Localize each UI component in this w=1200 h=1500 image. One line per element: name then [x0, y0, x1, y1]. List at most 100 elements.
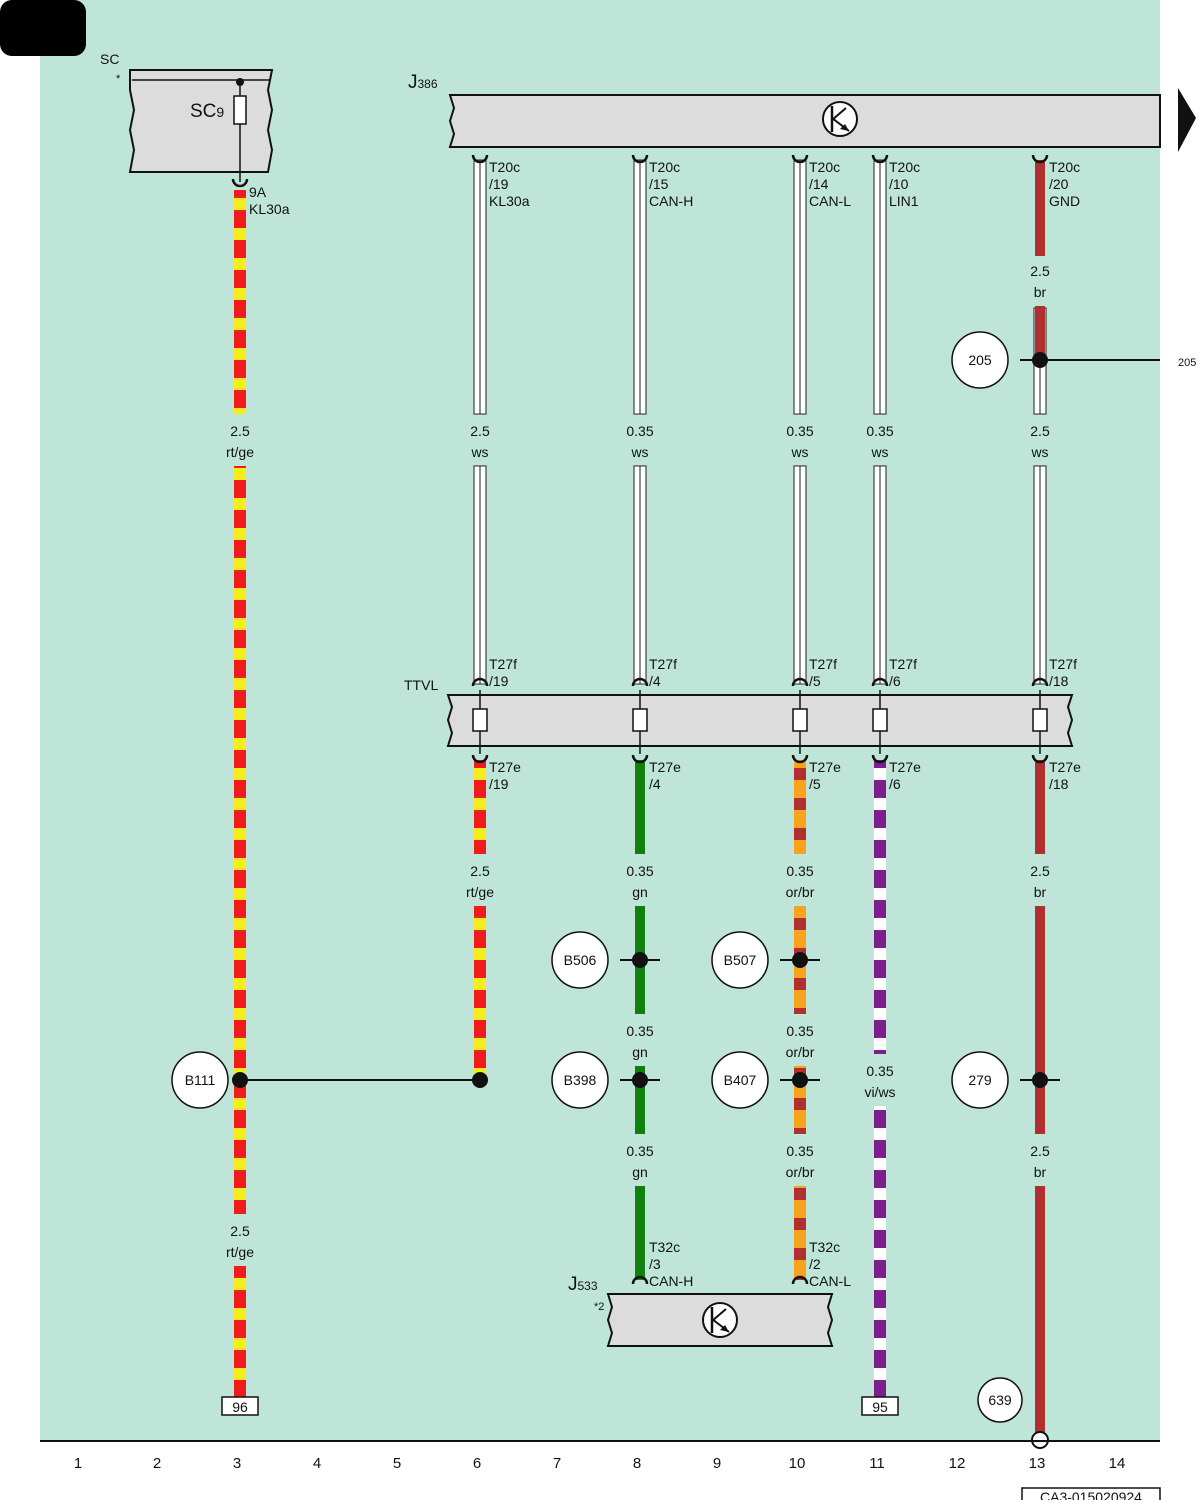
sc-name: SC	[100, 51, 119, 67]
column-number: 11	[869, 1455, 885, 1472]
svg-text:2.5ws: 2.5ws	[470, 423, 490, 460]
svg-text:2.5rt/ge: 2.5rt/ge	[226, 1223, 254, 1260]
j533-name: J533	[568, 1274, 598, 1295]
fuse-icon	[233, 95, 247, 125]
svg-text:T27e/4: T27e/4	[649, 759, 681, 792]
wire-c3-c	[234, 1266, 246, 1398]
circle-b398	[551, 1051, 609, 1109]
column-number: 5	[393, 1455, 401, 1472]
wire-c8-bot-c	[635, 1066, 645, 1134]
ttvl-name: TTVL	[404, 677, 438, 693]
svg-text:2.5rt/ge: 2.5rt/ge	[466, 863, 494, 900]
corner-tab	[0, 0, 86, 56]
svg-text:T27f/4: T27f/4	[649, 656, 677, 689]
column-number: 4	[313, 1455, 321, 1472]
column-number: 13	[1029, 1455, 1046, 1472]
doc-code-box	[1021, 1487, 1161, 1500]
svg-text:2.5br: 2.5br	[1030, 263, 1050, 300]
label-205-ref: 205	[1178, 357, 1196, 369]
circle-279	[951, 1051, 1009, 1109]
svg-text:T27f/19: T27f/19	[489, 656, 517, 689]
svg-text:T27e/19: T27e/19	[489, 759, 521, 792]
page-ref-95-box	[861, 1396, 899, 1416]
column-number: 3	[233, 1455, 241, 1472]
label-b111: B111	[185, 1072, 216, 1088]
label-b507: B507	[724, 952, 757, 968]
column-number: 2	[153, 1455, 161, 1472]
sc-fuse-label: SC9	[190, 101, 224, 122]
page-ref-96: 96	[232, 1399, 248, 1415]
circle-639	[977, 1377, 1023, 1423]
wire-c3-a	[234, 190, 246, 414]
wire-c10-bot-d	[794, 1186, 806, 1280]
j386-name: J386	[408, 72, 438, 93]
svg-text:T27e/18: T27e/18	[1049, 759, 1081, 792]
sc-fuse-box	[128, 69, 274, 182]
wire-c6-bot-b	[474, 906, 486, 1074]
wire-c13-bot-c	[1035, 1186, 1045, 1434]
control-unit-icon	[822, 101, 858, 137]
ttvl-connector-box	[446, 690, 1074, 754]
label-279: 279	[968, 1072, 992, 1088]
wire-c13-br-top2	[1035, 306, 1045, 356]
plug-icon	[792, 708, 808, 732]
svg-text:2.5br: 2.5br	[1030, 1143, 1050, 1180]
wire-c13-bot-a	[1035, 760, 1045, 854]
svg-text:2.5rt/ge: 2.5rt/ge	[226, 423, 254, 460]
wire-c8-bot-a	[635, 760, 645, 854]
svg-text:T27e/6: T27e/6	[889, 759, 921, 792]
plug-icon	[872, 708, 888, 732]
j386-box	[448, 94, 1161, 148]
page-ref-95: 95	[872, 1399, 888, 1415]
column-number: 9	[713, 1455, 721, 1472]
label-639: 639	[988, 1392, 1012, 1408]
label-b506: B506	[564, 952, 597, 968]
wire-c6-bot-a	[474, 760, 486, 854]
label-b407: B407	[724, 1072, 757, 1088]
circle-b506	[551, 931, 609, 989]
column-number: 12	[949, 1455, 966, 1472]
svg-text:T27f/18: T27f/18	[1049, 656, 1077, 689]
sc-star: *	[116, 73, 121, 85]
svg-text:2.5ws: 2.5ws	[1030, 423, 1050, 460]
svg-text:T27e/5: T27e/5	[809, 759, 841, 792]
connection-circles	[171, 331, 1023, 1423]
continuation-arrow-icon	[1178, 88, 1196, 152]
control-unit-icon	[702, 1302, 738, 1338]
column-number: 8	[633, 1455, 641, 1472]
splice-ticks	[620, 959, 1060, 1081]
column-numbers: 1 2 3 4 5 6 7 8 9 10 11 12 13 14	[74, 1455, 1126, 1472]
column-number: 7	[553, 1455, 561, 1472]
wire-c13-bot-b	[1035, 906, 1045, 1134]
circle-205	[951, 331, 1009, 389]
wire-c10-bot-a	[794, 760, 806, 854]
label-205: 205	[968, 352, 992, 368]
column-number: 14	[1109, 1455, 1126, 1472]
plug-icon	[472, 708, 488, 732]
label-b398: B398	[564, 1072, 597, 1088]
plug-icon	[1032, 708, 1048, 732]
svg-text:T27f/5: T27f/5	[809, 656, 837, 689]
pin-contacts	[231, 154, 1049, 1285]
j533-note: *2	[594, 1301, 604, 1313]
svg-text:T27f/6: T27f/6	[889, 656, 917, 689]
